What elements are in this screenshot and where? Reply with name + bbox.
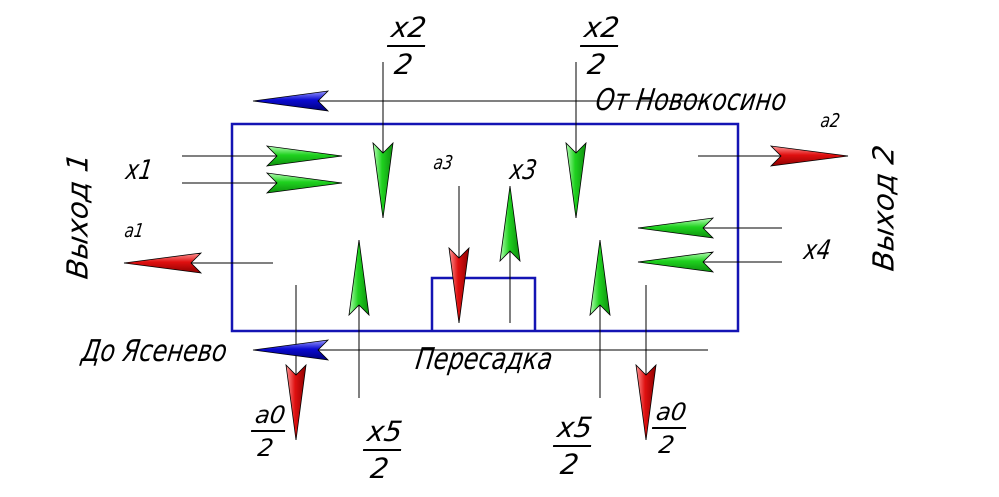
green-arrow-x4-bottom (637, 251, 715, 273)
green-arrow-x3 (499, 185, 521, 263)
red-arrow-a2 (769, 145, 849, 167)
red-arrow-a0-left (285, 363, 307, 441)
fraction-denominator: 2 (368, 452, 391, 485)
fraction-x5-right: x5 2 (548, 411, 596, 481)
transfer-box (430, 276, 537, 331)
label-x3: x3 (507, 155, 539, 186)
green-arrow-x2-right (565, 141, 587, 219)
fraction-x2-right: x2 2 (575, 11, 623, 81)
fraction-a0-right: a0 2 (648, 398, 690, 459)
fraction-x2-left: x2 2 (382, 11, 430, 81)
fraction-numerator: x2 (386, 11, 430, 47)
fraction-denominator: 2 (585, 48, 608, 81)
label-a3: a3 (432, 152, 455, 174)
label-to-yasenevo: До Ясенево (79, 334, 230, 369)
label-a1: a1 (123, 220, 146, 242)
green-arrow-x5-right (589, 239, 611, 317)
fraction-denominator: 2 (256, 434, 276, 462)
green-arrow-x2-left (372, 141, 394, 219)
blue-arrow-novokosino (252, 90, 330, 112)
label-from-novokosino: От Новокосино (593, 83, 789, 118)
fraction-denominator: 2 (392, 48, 415, 81)
red-arrow-a0-right (635, 363, 657, 441)
green-arrow-x5-left (348, 239, 370, 317)
fraction-numerator: x5 (552, 411, 596, 447)
green-arrow-x4-top (637, 217, 715, 239)
fraction-numerator: x2 (579, 11, 623, 47)
label-a2: a2 (819, 110, 842, 132)
label-x4: x4 (801, 235, 833, 266)
blue-arrow-yasenevo (252, 339, 330, 361)
green-arrow-x1-top (265, 145, 343, 167)
fraction-numerator: a0 (250, 401, 289, 432)
fraction-a0-left: a0 2 (247, 401, 289, 462)
label-transfer: Пересадка (413, 342, 555, 377)
fraction-denominator: 2 (558, 448, 581, 481)
fraction-numerator: x5 (362, 415, 406, 451)
fraction-numerator: a0 (651, 398, 690, 429)
fraction-denominator: 2 (657, 431, 677, 459)
label-exit-2: Выход 2 (866, 142, 901, 274)
fraction-x5-left: x5 2 (358, 415, 406, 485)
red-arrow-a1 (123, 252, 203, 274)
label-x1: x1 (123, 155, 155, 186)
red-arrow-a3 (448, 246, 470, 324)
green-arrow-x1-bottom (265, 172, 343, 194)
label-exit-1: Выход 1 (60, 150, 95, 282)
